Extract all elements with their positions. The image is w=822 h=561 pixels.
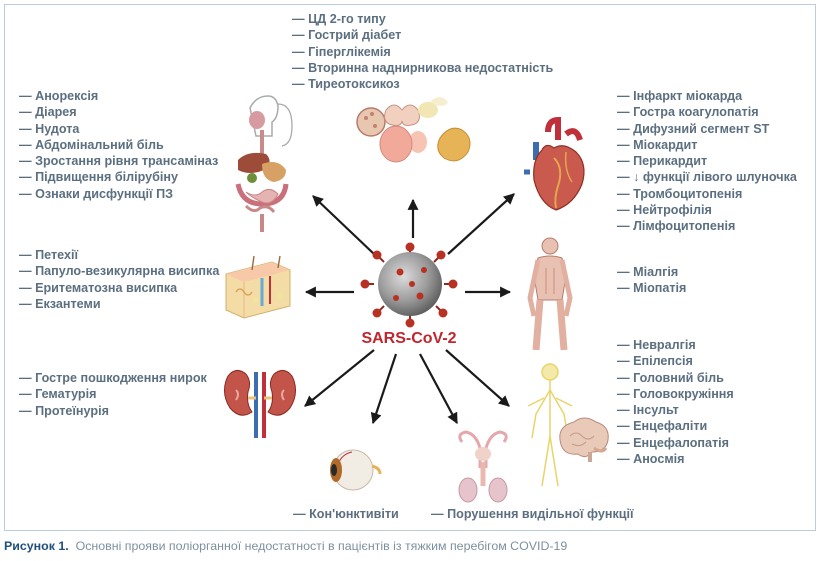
list-item: Енцефаліти	[617, 418, 734, 434]
figure-caption: Рисунок 1. Основні прояви поліорганної н…	[4, 539, 567, 553]
skin-list: ПетехіїПапуло-везикулярна висипкаЕритема…	[19, 247, 219, 312]
list-item: ↓ функції лівого шлуночка	[617, 169, 797, 185]
list-item: Гіперглікемія	[292, 44, 553, 60]
digestive-system-icon	[235, 95, 293, 232]
list-item: Діарея	[19, 104, 218, 120]
list-item: Підвищення білірубіну	[19, 169, 218, 185]
coronavirus-icon	[360, 242, 458, 328]
caption-label: Рисунок 1.	[4, 539, 69, 553]
list-item: Перикардит	[617, 153, 797, 169]
list-item: Головний біль	[617, 370, 734, 386]
digestive-list: АнорексіяДіареяНудотаАбдомінальний більЗ…	[19, 88, 218, 202]
list-item: Тиреотоксикоз	[292, 76, 553, 92]
list-item: Нудота	[19, 121, 218, 137]
kidney-list: Гостре пошкодження нирокГематуріяПротеїн…	[19, 370, 207, 419]
list-item: Міалгія	[617, 264, 686, 280]
list-item: Гостре пошкодження нирок	[19, 370, 207, 386]
muscular-body-icon	[527, 237, 573, 351]
list-item: Інсульт	[617, 402, 734, 418]
virus-label: SARS-CoV-2	[361, 330, 456, 347]
reproductive-list: Порушення видільної функції	[431, 506, 633, 522]
list-item: Ознаки дисфункції ПЗ	[19, 186, 218, 202]
list-item: Тромбоцитопенія	[617, 186, 797, 202]
list-item: Міопатія	[617, 280, 686, 296]
skin-layers-icon	[225, 255, 291, 319]
endocrine-list: ЦД 2-го типуГострий діабетГіперглікеміяВ…	[292, 11, 553, 92]
list-item: Петехії	[19, 247, 219, 263]
list-item: Гострий діабет	[292, 27, 553, 43]
list-item: Лімфоцитопенія	[617, 218, 797, 234]
arrow-reproductive	[419, 353, 458, 424]
list-item: Епілепсія	[617, 353, 734, 369]
list-item: Анорексія	[19, 88, 218, 104]
muscle-list: МіалгіяМіопатія	[617, 264, 686, 297]
endocrine-glands-icon	[356, 97, 471, 163]
list-item: Абдомінальний біль	[19, 137, 218, 153]
list-item: Аносмія	[617, 451, 734, 467]
list-item: Протеїнурія	[19, 403, 207, 419]
arrow-kidney	[304, 349, 375, 407]
list-item: Нейтрофілія	[617, 202, 797, 218]
list-item: Вторинна наднирникова недостатність	[292, 60, 553, 76]
list-item: Інфаркт міокарда	[617, 88, 797, 104]
eye-icon	[330, 449, 382, 491]
arrows	[304, 193, 515, 425]
list-item: ЦД 2-го типу	[292, 11, 553, 27]
cardiac-list: Інфаркт міокардаГостра коагулопатіяДифуз…	[617, 88, 797, 235]
list-item: Порушення видільної функції	[431, 506, 633, 522]
list-item: Міокардит	[617, 137, 797, 153]
arrow-neuro	[445, 349, 510, 407]
list-item: Папуло-везикулярна висипка	[19, 263, 219, 279]
list-item: Зростання рівня трансаміназ	[19, 153, 218, 169]
nervous-system-icon	[527, 363, 573, 487]
list-item: Гостра коагулопатія	[617, 104, 797, 120]
list-item: Енцефалопатія	[617, 435, 734, 451]
list-item: Дифузний сегмент ST	[617, 121, 797, 137]
neuro-list: НевралгіяЕпілепсіяГоловний більГоловокру…	[617, 337, 734, 467]
arrow-eye	[370, 353, 398, 425]
caption-text: Основні прояви поліорганної недостатност…	[75, 539, 568, 553]
arrow-digestive	[312, 195, 375, 255]
brain-icon	[559, 417, 609, 462]
list-item: Кон'юнктивіти	[293, 506, 399, 522]
list-item: Гематурія	[19, 386, 207, 402]
arrow-cardiac	[447, 193, 515, 255]
list-item: Еритематозна висипка	[19, 280, 219, 296]
list-item: Невралгія	[617, 337, 734, 353]
kidneys-icon	[224, 370, 296, 438]
reproductive-organs-icon	[458, 430, 508, 503]
list-item: Екзантеми	[19, 296, 219, 312]
eye-list: Кон'юнктивіти	[293, 506, 399, 522]
list-item: Головокружіння	[617, 386, 734, 402]
heart-icon	[524, 116, 585, 211]
